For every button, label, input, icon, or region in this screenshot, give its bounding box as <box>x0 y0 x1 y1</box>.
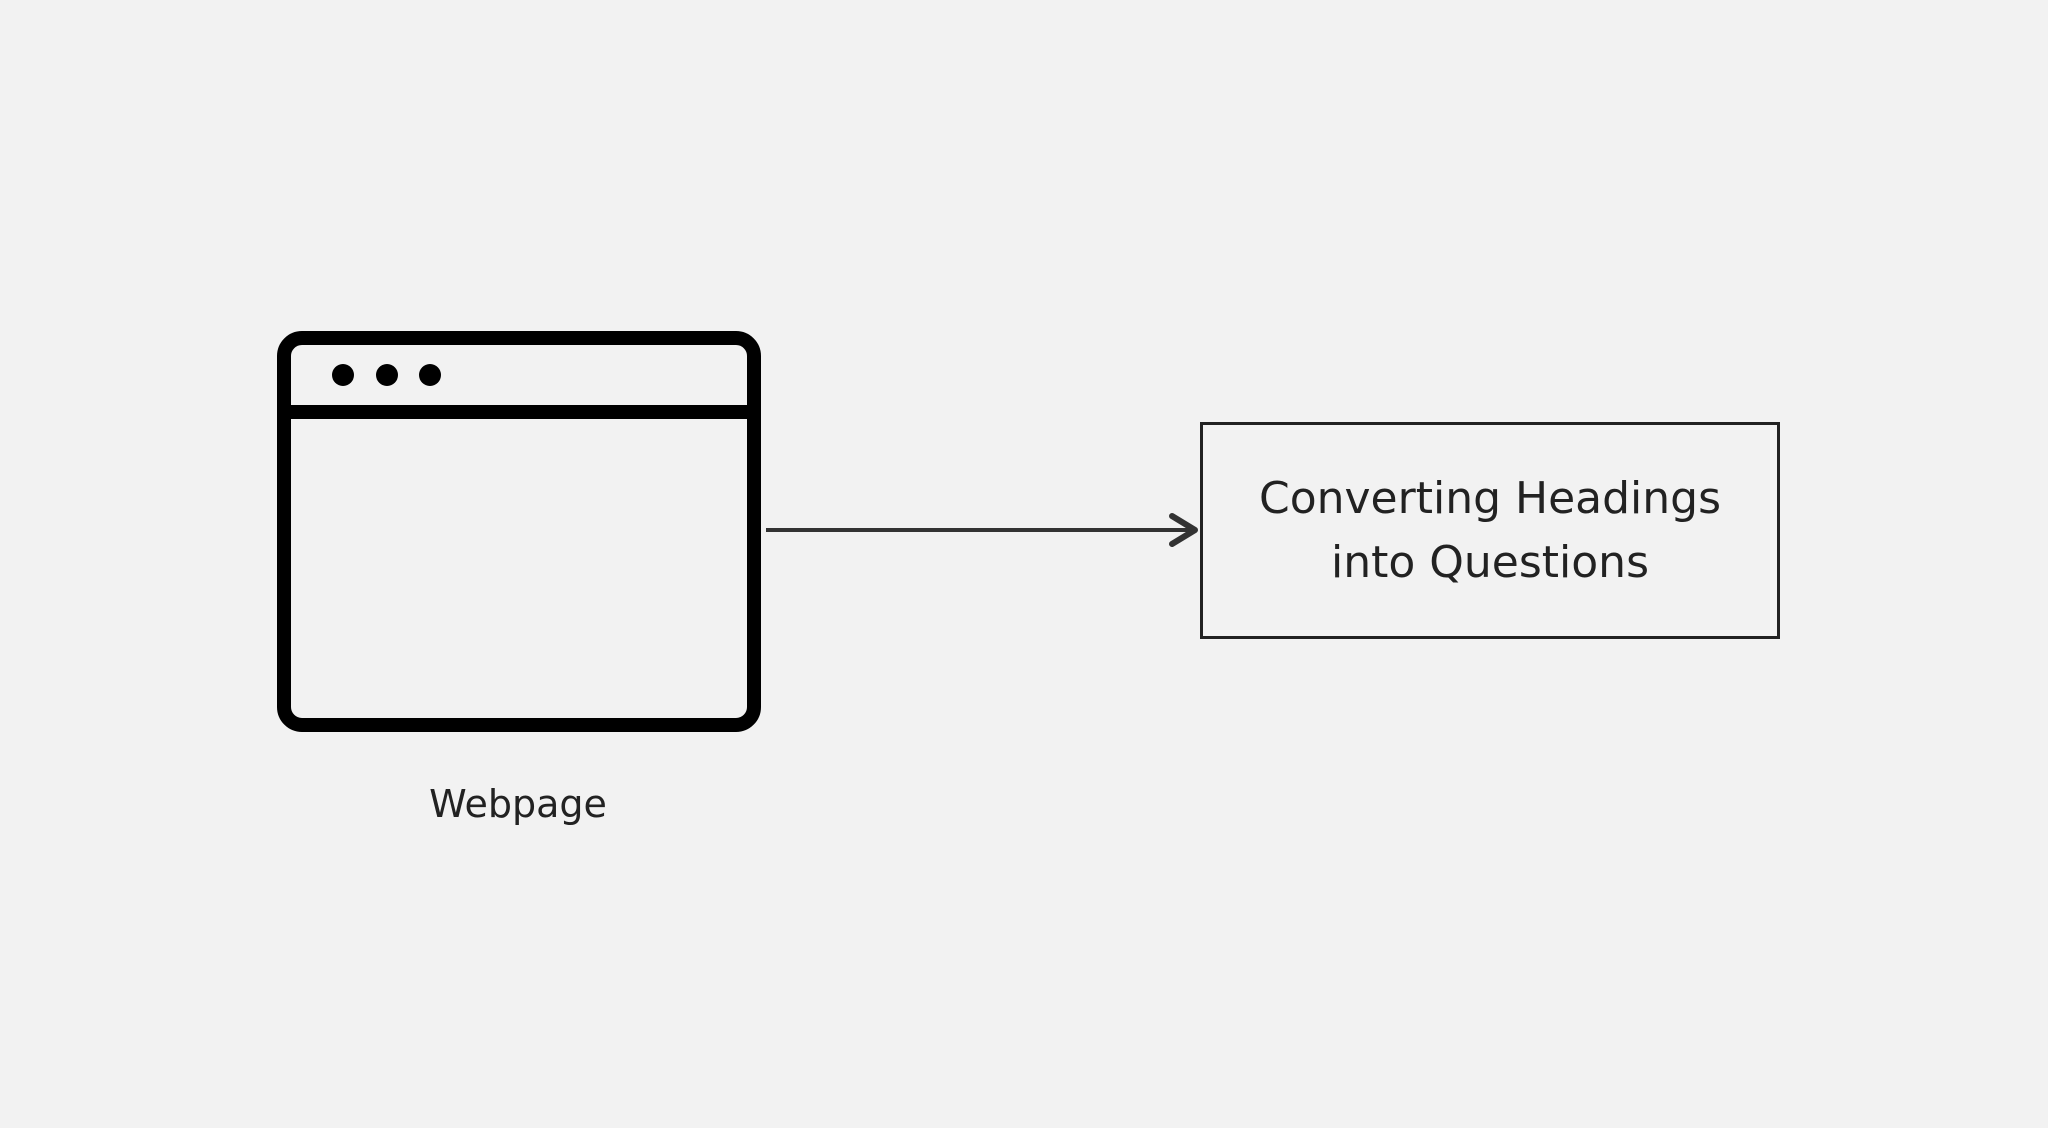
browser-dot-icon <box>332 364 354 386</box>
connector-arrow <box>766 513 1198 547</box>
webpage-node-label: Webpage <box>429 782 607 826</box>
browser-window-icon <box>277 331 761 732</box>
arrowhead-icon <box>1169 513 1198 547</box>
browser-dot-icon <box>376 364 398 386</box>
process-node-label: Converting Headings into Questions <box>1258 472 1722 588</box>
browser-window-frame <box>277 331 761 732</box>
process-node-box: Converting Headings into Questions <box>1200 422 1780 639</box>
browser-dot-icon <box>419 364 441 386</box>
